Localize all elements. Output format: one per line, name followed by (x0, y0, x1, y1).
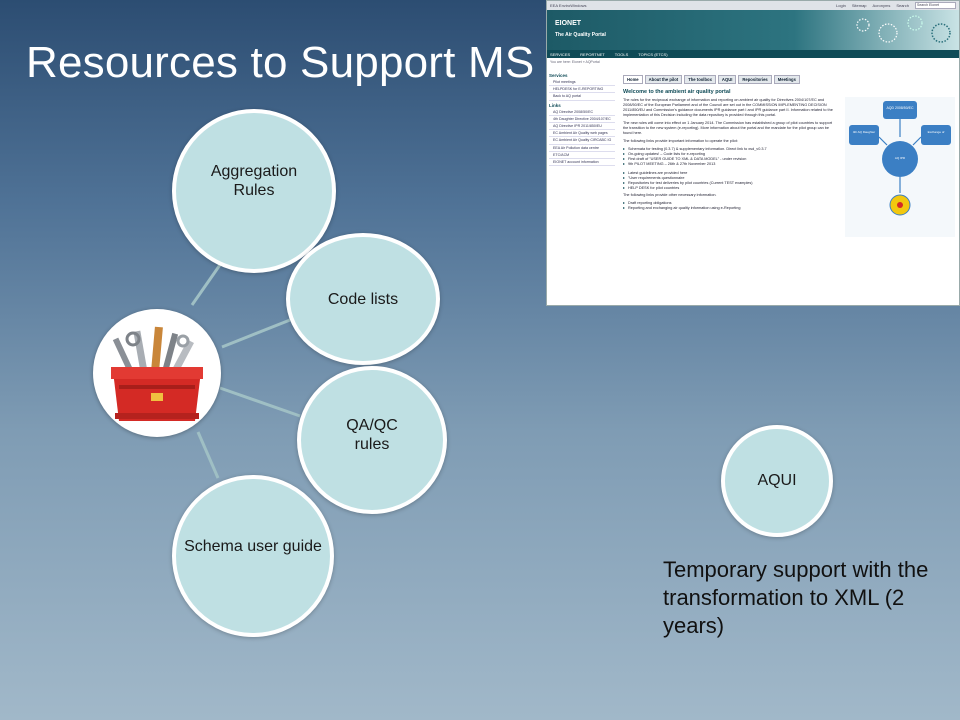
tab-meetings[interactable]: Meetings (773, 75, 800, 84)
tab-repositories[interactable]: Repositories (738, 75, 772, 84)
legislation-diagram: AQD 2008/50/EC 4th AQ Daughter Exchange … (845, 97, 955, 237)
sidebar-services-title: Services (549, 73, 568, 78)
portal-link-item[interactable]: Reporting and exchanging air quality inf… (623, 206, 838, 211)
sidebar-item[interactable]: EC Ambient Air Quality CIRCABC IG (549, 137, 615, 145)
nav-tools[interactable]: TOOLS (614, 51, 629, 57)
diagram-right: Exchange of (928, 130, 945, 134)
sidebar-item[interactable]: AQ Directive 2008/50/EC (549, 109, 615, 116)
node-qaqc-rules[interactable]: QA/QC rules (297, 366, 447, 514)
sidebar-item[interactable]: EEA Air Pollution data centre (549, 145, 615, 152)
portal-paragraph: The following links provide important in… (623, 139, 738, 143)
node-code-lists[interactable]: Code lists (286, 233, 440, 365)
node-schema-user-guide[interactable]: Schema user guide (172, 475, 334, 637)
portal-paragraph: The rules for the reciprocal exchange of… (623, 98, 833, 117)
node-aqui[interactable]: AQUI (721, 425, 833, 537)
portal-link-item[interactable]: HELP DESK for pilot countries (623, 186, 838, 191)
toolbox-image (93, 309, 221, 437)
portal-link-item[interactable]: On-going updates! – Code lists for e-rep… (623, 152, 838, 157)
portal-link-item[interactable]: Latest guidelines are provided here (623, 171, 838, 176)
sidebar-item[interactable]: HELPDESK for E-REPORTING (549, 86, 615, 94)
sidebar-item[interactable]: AQ Directive IPR 2011/850/EU (549, 123, 615, 131)
acronyms-link[interactable]: Acronyms (872, 3, 891, 8)
node-label: Aggregation Rules (210, 163, 298, 199)
diagram-left: 4th AQ Daughter (853, 130, 875, 134)
nav-reportnet[interactable]: REPORTNET (580, 51, 605, 57)
nav-topics[interactable]: TOPICS (ETCS) (638, 51, 668, 57)
tab-about-pilot[interactable]: About the pilot (644, 75, 683, 84)
portal-sidebar: Services Pilot meetings HELPDESK for E-R… (549, 71, 615, 167)
portal-paragraph: The following links provide other necess… (623, 193, 717, 197)
portal-subtitle: The Air Quality Portal (555, 32, 606, 38)
portal-link-item[interactable]: Repositories for test deliveries by pilo… (623, 181, 838, 186)
sidebar-item[interactable]: EC Ambient Air Quality web pages (549, 130, 615, 138)
portal-link-item[interactable]: Draft reporting obligations (623, 201, 838, 206)
portal-tabs: Home About the pilot The toolbox AQUI Re… (623, 75, 955, 84)
diagram-top: AQD 2008/50/EC (886, 106, 914, 110)
sidebar-item[interactable]: Back to AQ portal (549, 93, 615, 101)
portal-link-item[interactable]: First draft of "USER GUIDE TO XML & DATA… (623, 157, 838, 162)
tab-toolbox[interactable]: The toolbox (684, 75, 716, 84)
tab-home[interactable]: Home (623, 75, 643, 84)
portal-top-bar: EEA EnviroWindows Login Sitemap Acronyms… (547, 1, 959, 10)
support-text: Temporary support with the transformatio… (663, 557, 929, 638)
portal-nav: SERVICES REPORTNET TOOLS TOPICS (ETCS) (547, 50, 959, 58)
search-input[interactable]: Search Eionet (915, 2, 956, 9)
sidebar-item[interactable]: Pilot meetings (549, 79, 615, 87)
portal-link-item[interactable]: 9th PILOT MEETING – 26th & 27th November… (623, 162, 838, 167)
breadcrumb: You are here: Eionet » AQPortal (550, 60, 600, 64)
portal-link-item[interactable]: "User requirements questionnaire (623, 176, 838, 181)
node-label: AQUI (757, 472, 797, 489)
portal-heading: Welcome to the ambient air quality porta… (623, 89, 731, 95)
tab-aqui[interactable]: AQUI (717, 75, 737, 84)
sidebar-item[interactable]: ETC/ACM (549, 152, 615, 160)
sidebar-links-title: Links (549, 102, 561, 108)
portal-main: Home About the pilot The toolbox AQUI Re… (623, 75, 955, 237)
top-bar-left[interactable]: EEA EnviroWindows (550, 3, 587, 8)
decorative-dots-icon (856, 15, 951, 43)
portal-link-item[interactable]: Schemata for testing (0.3.7) & supplemen… (623, 147, 838, 152)
node-label: QA/QC rules (346, 417, 398, 453)
eionet-logo[interactable]: EIONET (555, 20, 582, 27)
search-label: Search (896, 3, 909, 8)
sitemap-link[interactable]: Sitemap (851, 3, 867, 8)
slide-title: Resources to Support MS (26, 38, 535, 87)
portal-paragraph: The new rules will come into effect on 1… (623, 121, 833, 135)
diagram-center: AQ IPR (895, 156, 906, 160)
sidebar-item[interactable]: 4th Daughter Directive 2004/107/EC (549, 116, 615, 124)
node-label: Schema user guide (184, 537, 322, 555)
toolbox-icon (111, 326, 203, 421)
portal-screenshot: EEA EnviroWindows Login Sitemap Acronyms… (546, 0, 960, 306)
login-link[interactable]: Login (836, 3, 846, 8)
node-label: Code lists (327, 290, 399, 308)
node-aggregation-rules[interactable]: Aggregation Rules (172, 109, 336, 273)
sidebar-item[interactable]: EIONET account information (549, 159, 615, 167)
portal-banner: EIONET The Air Quality Portal (547, 10, 959, 50)
nav-services[interactable]: SERVICES (550, 51, 571, 57)
